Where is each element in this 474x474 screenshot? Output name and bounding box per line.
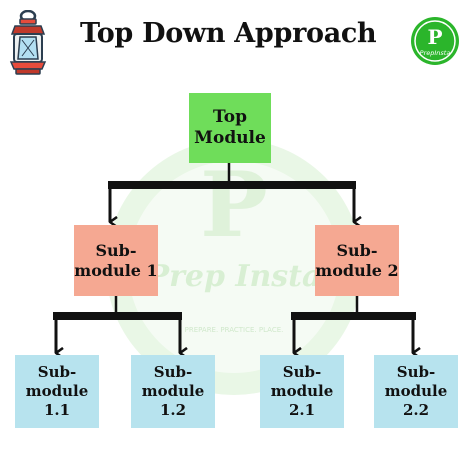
watermark-text: Prep Insta bbox=[146, 259, 322, 294]
logo-letter: P bbox=[427, 25, 442, 49]
node-sub-module-2-2-label: Sub- module 2.2 bbox=[384, 363, 448, 419]
node-sub-module-1-2-label: Sub- module 1.2 bbox=[141, 363, 205, 419]
brand-logo[interactable]: P PrepInsta bbox=[410, 16, 460, 66]
node-sub-module-1-1-label: Sub- module 1.1 bbox=[25, 363, 89, 419]
node-sub-module-2: Sub- module 2 bbox=[315, 225, 399, 296]
watermark-letter: P bbox=[200, 152, 268, 258]
node-sub-module-2-1: Sub- module 2.1 bbox=[260, 355, 344, 428]
logo-text: PrepInsta bbox=[420, 49, 451, 57]
node-sub-module-1: Sub- module 1 bbox=[74, 225, 158, 296]
lantern-icon bbox=[9, 10, 47, 75]
node-top-module-label: Top Module bbox=[194, 106, 266, 148]
node-sub-module-2-label: Sub- module 2 bbox=[315, 240, 399, 280]
watermark-tagline: PREPARE. PRACTICE. PLACE. bbox=[185, 326, 284, 334]
node-sub-module-2-1-label: Sub- module 2.1 bbox=[270, 363, 334, 419]
node-sub-module-1-label: Sub- module 1 bbox=[74, 240, 158, 280]
node-sub-module-2-2: Sub- module 2.2 bbox=[374, 355, 458, 428]
node-sub-module-1-2: Sub- module 1.2 bbox=[131, 355, 215, 428]
page-title: Top Down Approach bbox=[80, 18, 377, 49]
watermark: P Prep Insta PREPARE. PRACTICE. PLACE. bbox=[106, 139, 362, 395]
node-sub-module-1-1: Sub- module 1.1 bbox=[15, 355, 99, 428]
node-top-module: Top Module bbox=[189, 93, 271, 163]
